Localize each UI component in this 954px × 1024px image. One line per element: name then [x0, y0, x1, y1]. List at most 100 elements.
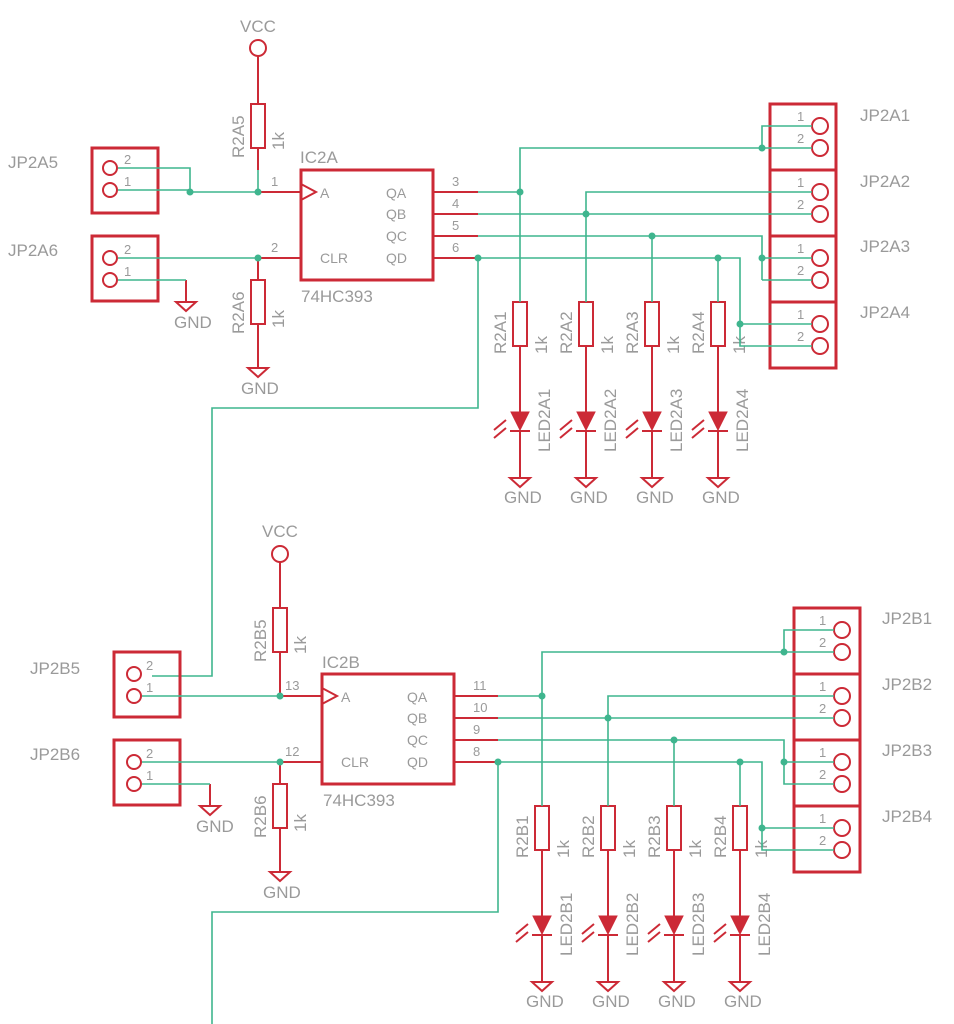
jp2a1-pin1: 1: [797, 109, 804, 124]
ic2a-pin-name-a: A: [320, 185, 330, 201]
jp2a5-name: JP2A5: [8, 153, 58, 172]
ic2b-pin-10: 10: [473, 700, 487, 715]
gnd-symbol-jp2b6: GND: [196, 784, 234, 836]
r2a2-name: R2A2: [557, 311, 576, 354]
jp2b1-name: JP2B1: [882, 609, 932, 628]
ic2b-pin-8: 8: [473, 744, 480, 759]
resistor-r2a5: R2A5 1k: [229, 103, 288, 170]
led-bank-b: R2B1 1k LED2B1 GND R2B2 1k LED2B2 GND R2…: [513, 805, 774, 1011]
gnd-label-jp2a6: GND: [174, 313, 212, 332]
led2a4-name: LED2A4: [733, 389, 752, 452]
r2b1-name: R2B1: [513, 815, 532, 858]
jumper-jp2b6: 2 1 JP2B6: [30, 738, 182, 807]
jp2b6-name: JP2B6: [30, 745, 80, 764]
jp2b2-pin2: 2: [819, 701, 826, 716]
r2a6-name: R2A6: [229, 291, 248, 334]
vcc-label-a: VCC: [240, 17, 276, 36]
jp2a2-name: JP2A2: [860, 172, 910, 191]
led2a2-name: LED2A2: [601, 389, 620, 452]
jp2a3-pin1: 1: [797, 241, 804, 256]
jp2a3-name: JP2A3: [860, 237, 910, 256]
resistor-r2b6: R2B6 1k GND: [251, 762, 310, 902]
jumper-stack-a: 1 2 1 2 1 2 1 2 JP2A1 JP2A2 JP2A3 JP2A4: [768, 102, 910, 370]
ic2b-value: 74HC393: [323, 791, 395, 810]
jumper-jp2a5: 2 1 JP2A5: [8, 146, 160, 215]
led2b2-name: LED2B2: [623, 893, 642, 956]
ic2b-pin-13: 13: [285, 678, 299, 693]
gnd-label-led2a3: GND: [636, 488, 674, 507]
ic2a-pin-1: 1: [271, 174, 278, 189]
gnd-label-r2a6: GND: [241, 379, 279, 398]
led2b1-name: LED2B1: [557, 893, 576, 956]
ic2b-pin-11: 11: [473, 678, 487, 693]
jp2b4-name: JP2B4: [882, 807, 932, 826]
ic2b-pin-name-qd: QD: [407, 754, 428, 770]
jp2a5-pin1: 1: [124, 174, 131, 189]
r2b3-name: R2B3: [645, 815, 664, 858]
jp2b5-pin2: 2: [146, 658, 153, 673]
jp2a2-pin1: 1: [797, 175, 804, 190]
ic2a-pin-3: 3: [452, 174, 459, 189]
r2a3-value: 1k: [664, 336, 683, 354]
wires-b: [142, 629, 834, 1024]
jp2b4-pin2: 2: [819, 833, 826, 848]
jp2b5-name: JP2B5: [30, 659, 80, 678]
gnd-label-led2b1: GND: [526, 992, 564, 1011]
jp2a6-pin1: 1: [124, 264, 131, 279]
jumper-jp2b5: 2 1 JP2B5: [30, 650, 182, 719]
ic2b-pin-name-qa: QA: [407, 689, 428, 705]
led2b3-name: LED2B3: [689, 893, 708, 956]
gnd-label-led2a1: GND: [504, 488, 542, 507]
r2a1-name: R2A1: [491, 311, 510, 354]
jp2a4-name: JP2A4: [860, 303, 910, 322]
ic2a-pin-name-qc: QC: [386, 228, 407, 244]
gnd-label-led2b2: GND: [592, 992, 630, 1011]
gnd-label-led2b3: GND: [658, 992, 696, 1011]
section-a: VCC R2A5 1k 2 1 JP2A5 2 1 JP2A6: [8, 17, 910, 677]
jp2b4-pin1: 1: [819, 811, 826, 826]
section-b: VCC R2B5 1k 2 1 JP2B5 2 1 JP2B6: [30, 522, 932, 1024]
resistor-r2b5: R2B5 1k: [251, 607, 310, 696]
jp2a4-pin1: 1: [797, 307, 804, 322]
jp2b3-pin2: 2: [819, 767, 826, 782]
gnd-label-led2a2: GND: [570, 488, 608, 507]
jumper-jp2a6: 2 1 JP2A6: [8, 234, 160, 303]
led-bank-a: R2A1 1k LED2A1 GND R2A2 1k LED2A2 GND R2…: [491, 301, 752, 507]
gnd-label-led2b4: GND: [724, 992, 762, 1011]
r2a6-value: 1k: [269, 310, 288, 328]
vcc-symbol-a: VCC: [240, 17, 276, 104]
ic2b-name: IC2B: [322, 653, 360, 672]
r2a4-name: R2A4: [689, 311, 708, 354]
ic2a-pin-4: 4: [452, 196, 459, 211]
ic2b-pin-12: 12: [285, 744, 299, 759]
ic2a-pin-5: 5: [452, 218, 459, 233]
jp2a1-pin2: 2: [797, 131, 804, 146]
ic2a-pin-name-clr: CLR: [320, 250, 348, 266]
r2a1-value: 1k: [532, 336, 551, 354]
vcc-label-b: VCC: [262, 522, 298, 541]
jp2a2-pin2: 2: [797, 197, 804, 212]
ic2a-pin-2: 2: [271, 240, 278, 255]
vcc-symbol-b: VCC: [262, 522, 298, 608]
led2b4-name: LED2B4: [755, 893, 774, 956]
resistor-r2a6: R2A6 1k GND: [229, 258, 288, 398]
jp2b5-pin1: 1: [146, 680, 153, 695]
r2b5-value: 1k: [291, 636, 310, 654]
jp2b3-name: JP2B3: [882, 741, 932, 760]
r2b5-name: R2B5: [251, 619, 270, 662]
r2b4-name: R2B4: [711, 815, 730, 858]
jp2a1-name: JP2A1: [860, 106, 910, 125]
jp2b1-pin1: 1: [819, 613, 826, 628]
ic2b-pin-9: 9: [473, 722, 480, 737]
ic2a-pin-6: 6: [452, 240, 459, 255]
jumper-stack-b: 1 2 1 2 1 2 1 2 JP2B1 JP2B2 JP2B3 JP2B4: [792, 606, 932, 874]
gnd-label-r2b6: GND: [263, 883, 301, 902]
ic-ic2b: IC2B 74HC393 A CLR QA QB QC QD 13 12 11 …: [280, 653, 498, 810]
jp2b2-pin1: 1: [819, 679, 826, 694]
jp2b6-pin2: 2: [146, 746, 153, 761]
r2a5-name: R2A5: [229, 115, 248, 158]
gnd-label-jp2b6: GND: [196, 817, 234, 836]
ic2b-pin-name-qb: QB: [407, 710, 427, 726]
r2b1-value: 1k: [554, 840, 573, 858]
r2a2-value: 1k: [598, 336, 617, 354]
